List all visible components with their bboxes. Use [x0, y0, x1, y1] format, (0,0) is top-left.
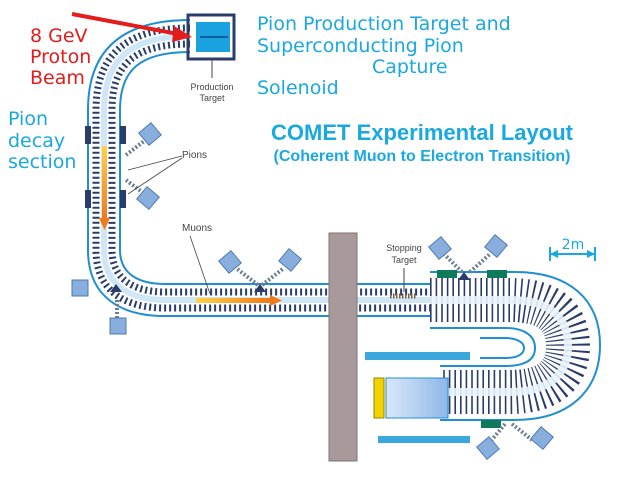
proton-beam-line-3: Beam	[30, 67, 85, 89]
dipole-right-top-2	[468, 234, 508, 274]
spectrometer-lower-bar	[378, 436, 470, 443]
main-title: COMET Experimental Layout	[271, 120, 574, 145]
bend-marker-right	[458, 272, 470, 280]
decay-line-1: Pion	[8, 108, 48, 130]
detector-bore	[430, 296, 573, 396]
proton-beam-label: 8 GeV Proton Beam	[30, 25, 91, 89]
radiation-shield-wall	[328, 232, 358, 462]
bend-marker-mid	[254, 284, 266, 292]
scale-bar	[549, 247, 596, 261]
dipole-right-top-1	[428, 236, 464, 274]
muons-pointer	[189, 235, 211, 295]
pions-label: Pions	[182, 150, 207, 161]
proton-beam-line-1: 8 GeV	[30, 25, 88, 47]
dipole-left-1	[71, 279, 89, 297]
decay-line-3: section	[8, 151, 76, 173]
detector-inner-wall	[430, 327, 537, 367]
proton-beam-line-2: Proton	[30, 46, 91, 68]
detector-inner-ring	[480, 337, 526, 359]
transport-solenoid	[87, 19, 430, 317]
dipole-upper-2	[124, 178, 160, 210]
muon-flow-arrow	[196, 295, 282, 306]
decay-pad-3	[85, 190, 91, 208]
yoke-top-2	[487, 270, 507, 278]
bend-marker-left	[110, 284, 122, 292]
pion-target-line-2: Superconducting Pion	[257, 35, 464, 57]
beamline-bore	[101, 33, 430, 303]
decay-section-label: Pion decay section	[8, 108, 76, 173]
dipole-mid-2	[260, 248, 302, 287]
yoke-top-1	[437, 270, 457, 278]
subtitle: (Coherent Muon to Electron Transition)	[274, 148, 571, 165]
scale-label: 2m	[562, 237, 585, 253]
spectrometer-upper-bar	[365, 352, 470, 360]
detector-transport	[365, 270, 602, 443]
production-target-line-2: Target	[199, 93, 225, 103]
detector-outer-wall	[430, 271, 602, 421]
yoke-bottom-1	[481, 420, 501, 428]
decay-line-2: decay	[8, 130, 65, 152]
pion-target-line-1: Pion Production Target and	[257, 13, 511, 35]
dipole-mid-1	[218, 250, 260, 287]
pion-target-label: Pion Production Target and Superconducti…	[257, 13, 511, 99]
proton-beam-arrow	[71, 12, 192, 42]
dipole-right-bottom-1	[476, 422, 507, 460]
production-solenoid	[186, 13, 236, 78]
pion-target-line-3: Capture	[372, 56, 448, 78]
production-target-label: Production Target	[190, 82, 233, 103]
dipole-magnets	[71, 122, 554, 460]
decay-pad-1	[85, 126, 91, 144]
beamline-coils-outer	[92, 24, 430, 312]
stopping-target-line-1: Stopping	[386, 243, 422, 253]
electron-detector	[385, 377, 449, 419]
stopping-target-line-2: Target	[391, 255, 417, 265]
dipole-right-bottom-2	[510, 422, 554, 450]
beamline-coils-inner	[108, 40, 430, 296]
dipole-left-2	[109, 300, 127, 335]
dipole-upper-1	[124, 122, 162, 157]
decay-pad-2	[120, 126, 126, 144]
pion-flow-arrow	[99, 146, 110, 230]
stopping-target-label: Stopping Target	[386, 243, 422, 265]
beamline-outer-wall	[87, 19, 430, 317]
production-target-line-1: Production	[190, 82, 233, 92]
pions-pointer-2	[127, 157, 183, 195]
beamline-inner-wall	[119, 51, 430, 285]
calorimeter	[373, 377, 385, 419]
decay-pad-4	[120, 190, 126, 208]
pion-target-line-4: Solenoid	[257, 77, 339, 99]
muons-label: Muons	[182, 223, 212, 234]
detector-coils-fan	[430, 278, 591, 414]
pions-pointer-1	[127, 155, 183, 171]
